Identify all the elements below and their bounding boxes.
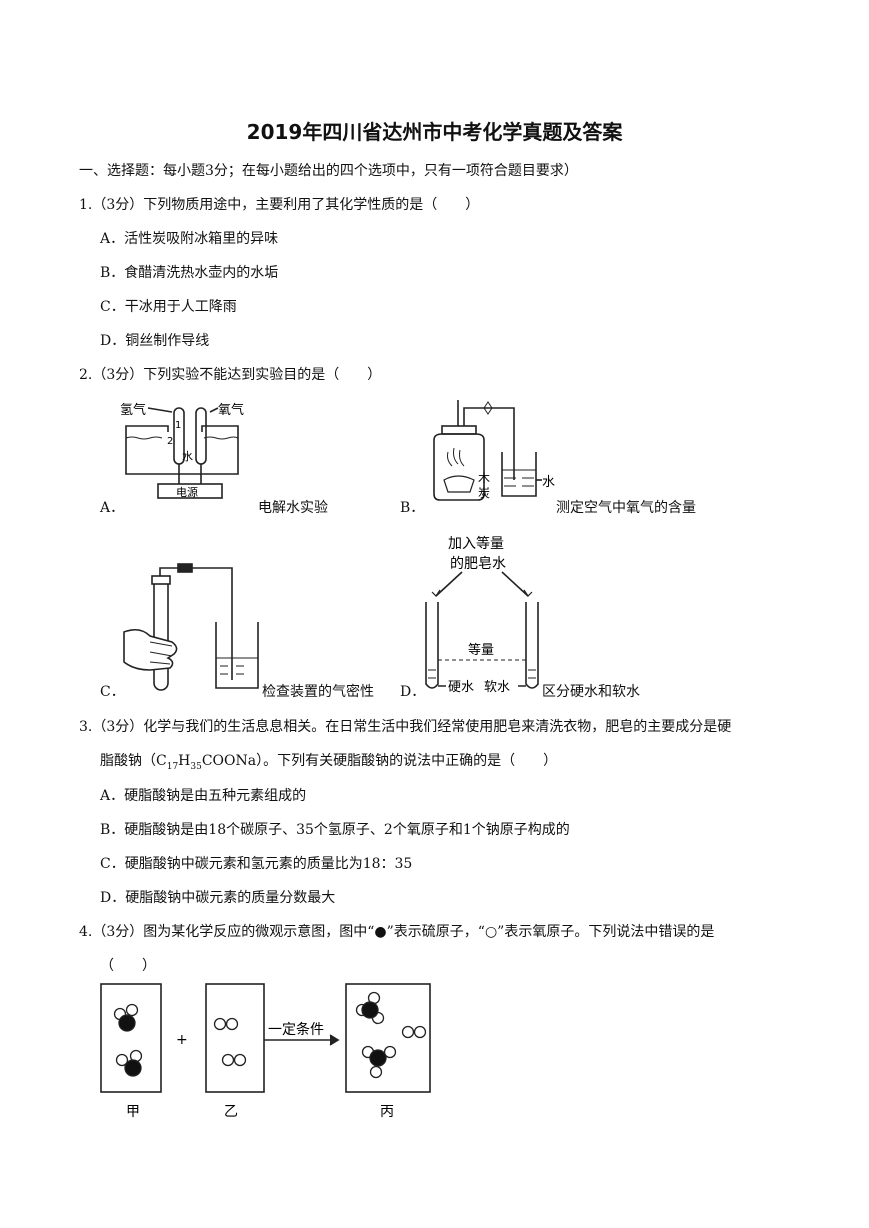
q3-formula-part1: 脂酸钠（C	[100, 753, 167, 769]
box-bing	[345, 983, 431, 1093]
q3-option-c: C．硬脂酸钠中碳元素和氢元素的质量比为18：35	[100, 856, 413, 872]
q2-b-letter: B．	[400, 500, 425, 516]
electrolysis-figure: 氢气 氧气 1 2 水 电源	[118, 398, 246, 502]
hard-water-label: 硬水	[448, 680, 474, 695]
soap-label-2: 的肥皂水	[450, 556, 506, 572]
q2-c-letter: C．	[100, 684, 125, 700]
plus-sign: +	[176, 1032, 188, 1048]
q2-a-letter: A．	[100, 500, 125, 516]
q3-formula-part3: COONa）。下列有关硬脂酸钠的说法中正确的是（ ）	[201, 753, 558, 769]
tube-1-label: 1	[175, 420, 181, 431]
airtightness-figure	[120, 562, 262, 696]
q1-option-a: A．活性炭吸附冰箱里的异味	[100, 231, 279, 247]
q2-stem: 2.（3分）下列实验不能达到实验目的是（ ）	[79, 367, 382, 383]
carbon-label-2: 炭	[478, 486, 490, 500]
q2-d-letter: D．	[400, 684, 426, 700]
q1-stem: 1.（3分）下列物质用途中，主要利用了其化学性质的是（ ）	[79, 197, 480, 213]
oxygen-content-figure: 木 炭 水	[418, 400, 558, 504]
carbon-label-1: 木	[478, 471, 490, 485]
water-label-b: 水	[542, 475, 555, 490]
box-yi	[205, 983, 265, 1093]
q1-option-b: B．食醋清洗热水壶内的水垢	[100, 265, 279, 281]
q3-option-a: A．硬脂酸钠是由五种元素组成的	[100, 788, 307, 804]
q2-a-caption: 电解水实验	[258, 500, 328, 516]
hard-soft-water-figure: 加入等量 的肥皂水 等量 硬水 软水	[418, 534, 548, 698]
q4-stem-line1: 4.（3分）图为某化学反应的微观示意图，图中“●”表示硫原子，“○”表示氧原子。…	[79, 924, 715, 940]
q4-stem-line2: （ ）	[100, 958, 156, 974]
label-jia: 甲	[126, 1104, 140, 1120]
page-title: 2019年四川省达州市中考化学真题及答案	[246, 120, 623, 144]
equal-amount-label: 等量	[468, 642, 494, 658]
tube-2-label: 2	[167, 436, 173, 447]
o2-label: 氧气	[218, 402, 244, 418]
label-yi: 乙	[224, 1104, 238, 1120]
q3-option-b: B．硬脂酸钠是由18个碳原子、35个氢原子、2个氧原子和1个钠原子构成的	[100, 822, 570, 838]
q3-subscript-17: 17	[166, 761, 179, 772]
q2-d-caption: 区分硬水和软水	[542, 684, 640, 700]
h2-label: 氢气	[120, 402, 146, 418]
q3-option-d: D．硬脂酸钠中碳元素的质量分数最大	[100, 890, 336, 906]
box-jia	[100, 983, 162, 1093]
q2-c-caption: 检查装置的气密性	[262, 684, 374, 700]
label-bing: 丙	[380, 1104, 394, 1120]
q3-formula-part2: H	[178, 753, 191, 769]
q3-stem-line1: 3.（3分）化学与我们的生活息息相关。在日常生活中我们经常使用肥皂来清洗衣物，肥…	[79, 719, 732, 735]
reaction-diagram: + 一定条件 甲 乙 丙	[96, 980, 436, 1122]
power-label: 电源	[176, 485, 198, 499]
q2-b-caption: 测定空气中氧气的含量	[556, 500, 696, 516]
water-label: 水	[182, 450, 193, 463]
q1-option-c: C．干冰用于人工降雨	[100, 299, 237, 315]
q1-option-d: D．铜丝制作导线	[100, 333, 210, 349]
condition-label: 一定条件	[268, 1021, 324, 1038]
q3-subscript-35: 35	[190, 761, 202, 772]
q3-stem-line2: 脂酸钠（C17H35COONa）。下列有关硬脂酸钠的说法中正确的是（ ）	[100, 750, 558, 772]
section-heading: 一、选择题：每小题3分；在每小题给出的四个选项中，只有一项符合题目要求）	[79, 163, 578, 179]
soap-label-1: 加入等量	[448, 535, 504, 552]
soft-water-label: 软水	[484, 680, 510, 695]
